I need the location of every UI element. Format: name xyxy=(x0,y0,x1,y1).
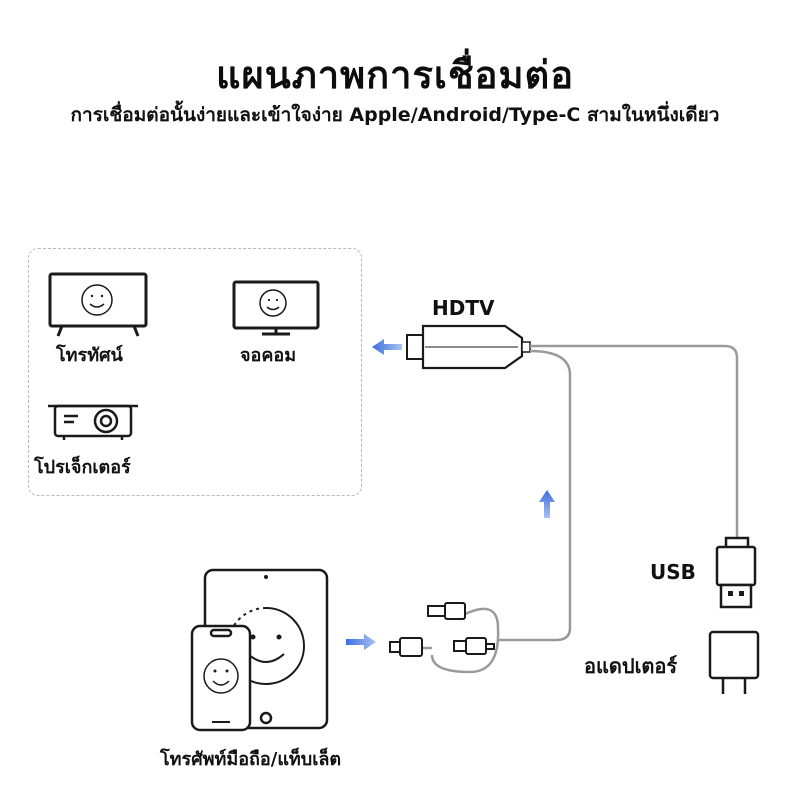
adapter-label: อแดปเตอร์ xyxy=(584,654,678,678)
cables xyxy=(415,344,739,674)
upward-signal-arrow xyxy=(539,490,555,518)
hdmi-output-arrow xyxy=(372,339,402,355)
page-title: แผนภาพการเชื่อมต่อ xyxy=(215,53,575,97)
monitor-icon xyxy=(232,280,320,336)
output-devices-box xyxy=(28,248,362,496)
usb-label: USB xyxy=(650,560,696,584)
phone-tablet-label: โทรศัพท์มือถือ/แท็บเล็ต xyxy=(160,749,342,770)
hdtv-label: HDTV xyxy=(432,296,495,320)
projector-icon xyxy=(48,404,138,440)
power-adapter xyxy=(708,630,760,694)
input-arrow xyxy=(346,634,376,650)
projector-label: โปรเจ็กเตอร์ xyxy=(34,457,131,478)
phone-icon xyxy=(190,624,252,732)
usb-plug xyxy=(715,536,757,609)
monitor-label: จอคอม xyxy=(240,345,297,366)
multi-connector-cable xyxy=(389,602,495,657)
tv-icon xyxy=(48,272,148,337)
hdmi-adapter xyxy=(406,324,531,370)
tv-label: โทรทัศน์ xyxy=(56,345,123,366)
page-subtitle: การเชื่อมต่อนั้นง่ายและเข้าใจง่าย Apple/… xyxy=(70,104,720,126)
